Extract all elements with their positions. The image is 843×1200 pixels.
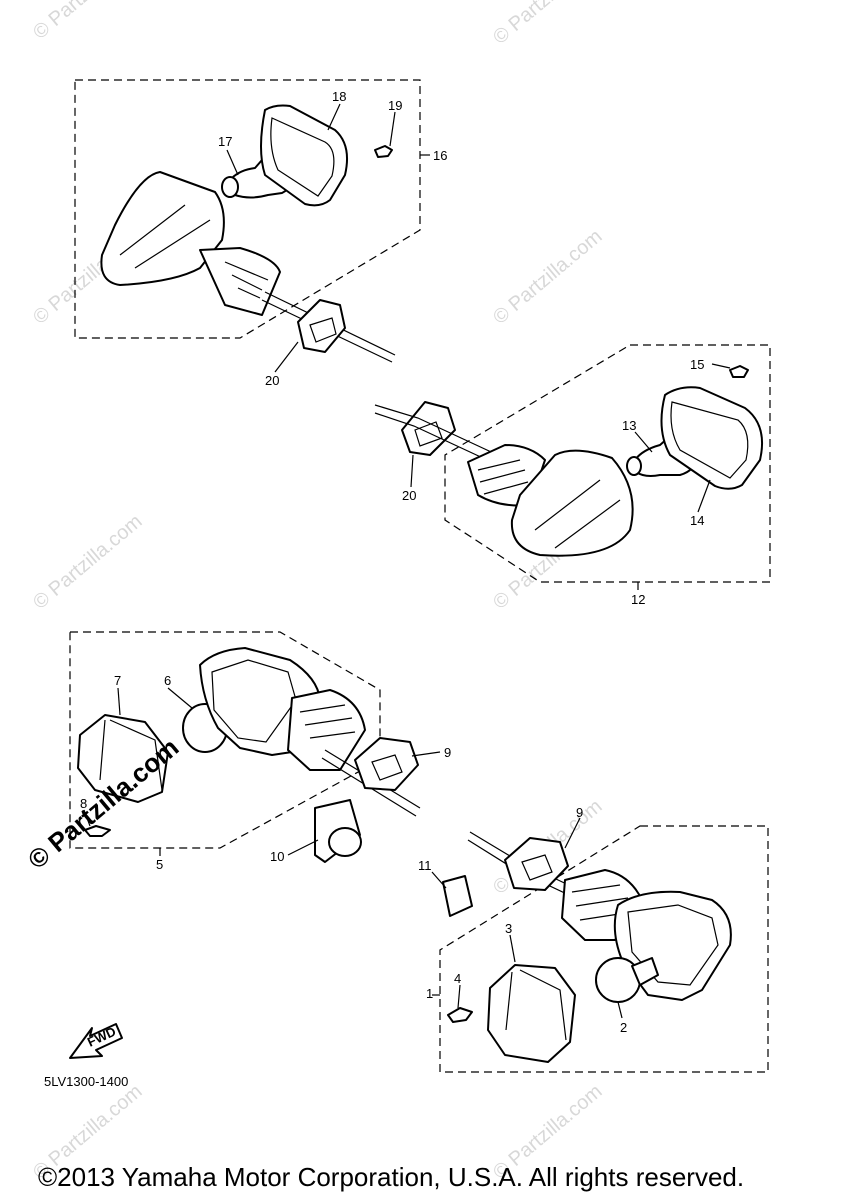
callout-labels: 1 2 3 4 5 6 7 8 9 9 10 11 12 13 14 15 16… [44,89,704,1089]
callout-10: 10 [270,849,284,864]
turn-signal-assembly-16 [74,79,430,373]
watermark: © Partzilla.com [29,510,146,613]
watermark: © Partzilla.com [489,0,606,49]
callout-16: 16 [433,148,447,163]
callout-17: 17 [218,134,232,149]
watermark: © Partzilla.com [489,225,606,328]
callout-3: 3 [505,921,512,936]
callout-1: 1 [426,986,433,1001]
callout-9-middle: 9 [444,745,451,760]
callout-19: 19 [388,98,402,113]
turn-signal-assembly-12 [374,344,771,590]
part-11 [431,871,473,917]
callout-20-top: 20 [265,373,279,388]
callout-15: 15 [690,357,704,372]
copyright-text: ©2013 Yamaha Motor Corporation, U.S.A. A… [38,1162,745,1192]
diagram-code: 5LV1300-1400 [44,1074,128,1089]
turn-signal-assembly-1 [432,817,769,1073]
callout-8: 8 [80,796,87,811]
callout-4: 4 [454,971,461,986]
callout-18: 18 [332,89,346,104]
callout-9-bottom: 9 [576,805,583,820]
turn-signal-assembly-5 [69,631,441,856]
callout-7: 7 [114,673,121,688]
callout-13: 13 [622,418,636,433]
part-10 [287,799,362,863]
callout-11: 11 [418,858,432,873]
callout-6: 6 [164,673,171,688]
watermark: © Partzilla.com [29,0,146,44]
callout-20-right: 20 [402,488,416,503]
fwd-arrow-icon: FWD [69,1023,123,1059]
callout-5: 5 [156,857,163,872]
callout-12: 12 [631,592,645,607]
callout-2: 2 [620,1020,627,1035]
callout-14: 14 [690,513,704,528]
